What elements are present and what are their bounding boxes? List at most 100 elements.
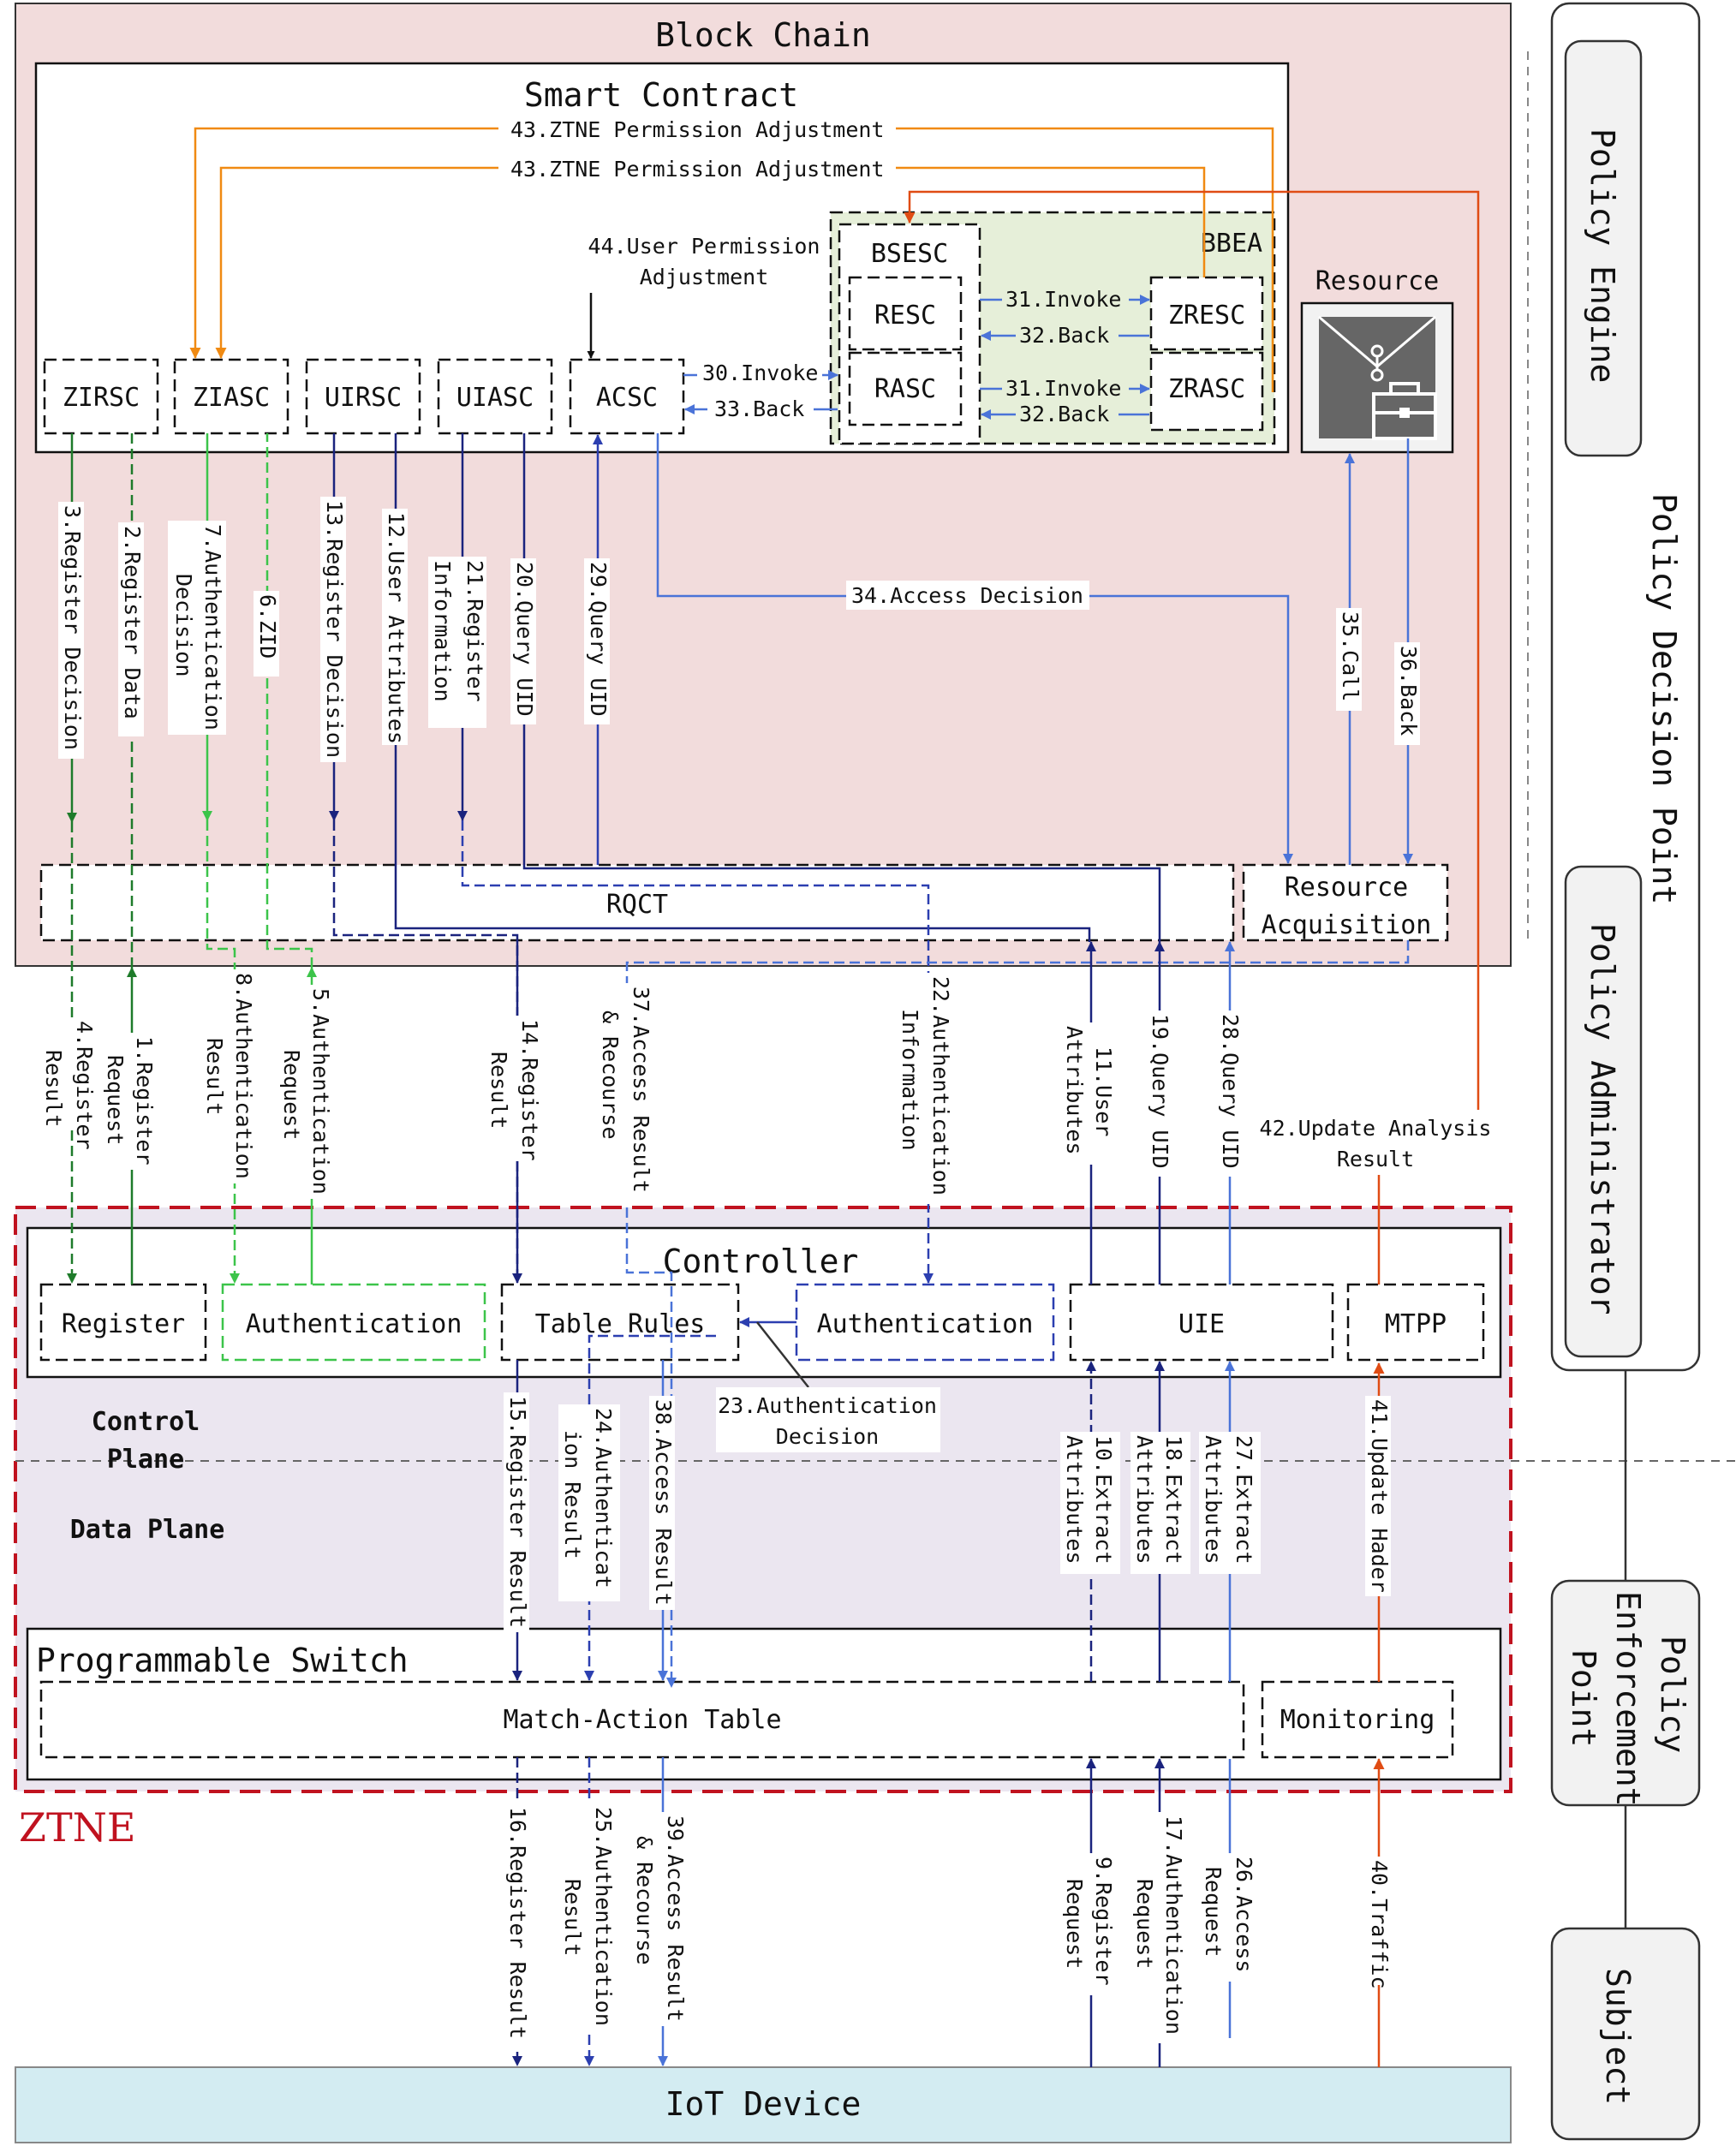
label-23b: Decision [776, 1424, 879, 1449]
label-18a: 18.Extract [1161, 1435, 1186, 1565]
policy-engine-label: Policy Engine [1584, 128, 1621, 383]
label-7b: Decision [171, 574, 196, 677]
contract-row: ZIRSC ZIASC UIRSC UIASC ACSC [43, 358, 685, 435]
label-39a: 39.Access Result [663, 1815, 688, 2022]
label-17a: 17.Authentication [1161, 1815, 1186, 2035]
uie-box [1069, 1283, 1334, 1362]
folder-briefcase-icon [1318, 315, 1437, 440]
label-41: 41.Update Hader [1367, 1399, 1392, 1593]
block-chain-title: Block Chain [655, 16, 871, 54]
resc-box [848, 276, 963, 351]
zresc-box [1149, 276, 1264, 351]
authentication-blue-box [795, 1283, 1055, 1362]
label-1a: 1.Register [132, 1036, 157, 1165]
label-25a: 25.Authentication [591, 1807, 616, 2026]
match-action-table-box [39, 1680, 1245, 1759]
label-4a: 4.Register [72, 1021, 97, 1150]
iot-device-label: IoT Device [665, 2085, 862, 2123]
label-5b: Request [279, 1050, 304, 1140]
label-13: 13.Register Decision [322, 500, 347, 758]
data-plane-label: Data Plane [70, 1515, 225, 1545]
arrow-6 [265, 433, 313, 968]
label-42a: 42.Update Analysis [1260, 1116, 1492, 1141]
label-24a: 24.Authenticat [591, 1408, 616, 1589]
label-1b: Request [103, 1055, 128, 1145]
resource-acquisition-label-1: Resource [1285, 873, 1409, 903]
rasc-label: RASC [874, 374, 936, 404]
subject-label: Subject [1599, 1968, 1637, 2105]
policy-enforcement-label-2: Enforcement [1609, 1591, 1647, 1807]
label-26a: 26.Access [1232, 1857, 1256, 1972]
label-26b: Request [1201, 1867, 1226, 1957]
label-18b: Attributes [1132, 1435, 1157, 1565]
label-35: 35.Call [1338, 611, 1363, 701]
label-14b: Result [486, 1052, 511, 1129]
label-2: 2.Register Data [120, 526, 145, 719]
table-rules-box [500, 1283, 740, 1362]
monitoring-box [1261, 1680, 1454, 1759]
uirsc-label: UIRSC [325, 383, 402, 413]
authentication-green-label: Authentication [246, 1309, 462, 1339]
control-plane-label-2: Plane [107, 1445, 184, 1475]
label-8b: Result [202, 1038, 227, 1115]
label-15: 15.Register Result [505, 1396, 530, 1628]
policy-administrator-label: Policy Administrator [1584, 923, 1621, 1315]
label-27b: Attributes [1201, 1435, 1226, 1565]
label-4b: Result [41, 1050, 66, 1127]
arrow-8 [206, 820, 240, 1284]
label-11b: Attributes [1062, 1026, 1087, 1155]
ziasc-label: ZIASC [193, 383, 270, 413]
label-42b: Result [1337, 1147, 1414, 1171]
label-32b: 32.Back [1019, 402, 1109, 426]
monitoring-label: Monitoring [1280, 1705, 1435, 1735]
ztne-label: ZTNE [19, 1804, 135, 1851]
label-40: 40.Traffic [1367, 1860, 1392, 1989]
mtpp-box [1346, 1283, 1485, 1362]
label-33: 33.Back [714, 396, 804, 421]
label-44a: 44.User Permission [588, 234, 820, 259]
label-9b: Request [1062, 1879, 1087, 1969]
acsc-box [569, 358, 685, 435]
ziasc-box [173, 358, 289, 435]
label-5a: 5.Authentication [308, 988, 333, 1195]
policy-enforcement-label-1: Policy [1654, 1636, 1691, 1753]
zirsc-label: ZIRSC [63, 383, 140, 413]
label-16: 16.Register Result [505, 1807, 530, 2039]
bbea-label: BBEA [1201, 229, 1262, 259]
resource-acquisition-label-2: Acquisition [1262, 910, 1432, 940]
uiasc-label: UIASC [456, 383, 534, 413]
resc-label: RESC [874, 301, 936, 331]
label-37b: & Recourse [598, 1010, 623, 1140]
label-11a: 11.User [1091, 1046, 1116, 1136]
label-9a: 9.Register [1091, 1857, 1116, 1986]
label-19: 19.Query UID [1148, 1014, 1172, 1169]
label-22b: Information [898, 1009, 922, 1151]
policy-decision-point-label: Policy Decision Point [1645, 493, 1683, 904]
zirsc-box [43, 358, 159, 435]
zrasc-box [1149, 351, 1264, 432]
label-39b: & Recourse [632, 1836, 657, 1965]
label-8a: 8.Authentication [231, 973, 256, 1179]
resource-acquisition-box [1242, 863, 1449, 942]
register-box [39, 1283, 207, 1362]
label-31b: 31.Invoke [1005, 376, 1121, 401]
policy-administrator-box [1564, 865, 1643, 1358]
label-20: 20.Query UID [512, 562, 537, 717]
label-34: 34.Access Decision [851, 583, 1083, 608]
register-label: Register [62, 1309, 186, 1339]
label-6: 6.ZID [255, 594, 280, 659]
policy-engine-box [1564, 39, 1643, 457]
smart-contract-title: Smart Contract [524, 76, 798, 114]
resource-label: Resource [1315, 266, 1440, 296]
arrow-23-leader [756, 1321, 809, 1388]
label-10b: Attributes [1062, 1435, 1087, 1565]
iot-device-box [15, 2066, 1512, 2143]
label-3: 3.Register Decision [60, 505, 85, 750]
label-43b: 43.ZTNE Permission Adjustment [510, 157, 885, 182]
label-7a: 7.Authentication [200, 524, 225, 730]
label-36: 36.Back [1396, 646, 1421, 736]
label-17b: Request [1132, 1879, 1157, 1969]
programmable-switch-title: Programmable Switch [36, 1642, 409, 1679]
label-43a: 43.ZTNE Permission Adjustment [510, 117, 885, 142]
table-rules-label: Table Rules [535, 1309, 706, 1339]
